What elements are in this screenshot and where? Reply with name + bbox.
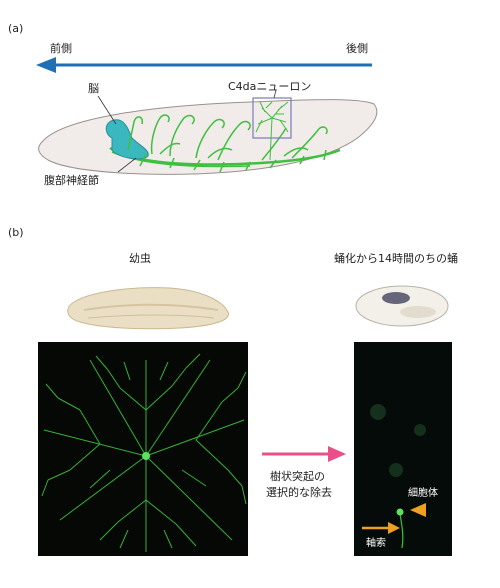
- ganglion-label: 腹部神経節: [44, 174, 99, 187]
- pupa-neuron-micrograph: [354, 342, 452, 556]
- axon-arrow: [362, 522, 400, 534]
- peripheral-neurons: [127, 114, 328, 173]
- posterior-label: 後側: [346, 42, 368, 55]
- axon-label: 軸索: [366, 538, 386, 549]
- larva-body: [38, 99, 378, 175]
- pupa-label: 蛹化から14時間のちの蛹: [334, 252, 458, 265]
- larva-photo: [67, 287, 229, 330]
- process-label-line2: 選択的な除去: [266, 486, 332, 499]
- cell-body-arrowhead: [410, 503, 426, 517]
- larva-neuron-micrograph: [38, 342, 248, 556]
- anterior-label: 前側: [50, 42, 72, 55]
- neuron-callout: [273, 89, 277, 99]
- c4da-highlight-box: [252, 97, 292, 139]
- brain-callout: [97, 95, 117, 125]
- anterior-posterior-arrow: [36, 57, 372, 73]
- c4da-neuron-label: C4daニューロン: [228, 80, 312, 93]
- c4da-arbor: [255, 101, 289, 161]
- process-label-line1: 樹状突起の: [270, 470, 325, 483]
- panel-a-label: (a): [8, 22, 24, 35]
- panel-b-label: (b): [8, 226, 24, 239]
- larva-label: 幼虫: [129, 252, 151, 265]
- transition-arrow: [262, 446, 346, 462]
- brain-label: 脳: [88, 82, 99, 95]
- cell-body-label: 細胞体: [408, 488, 438, 499]
- ganglion-callout: [117, 157, 137, 173]
- pupa-photo: [355, 285, 449, 327]
